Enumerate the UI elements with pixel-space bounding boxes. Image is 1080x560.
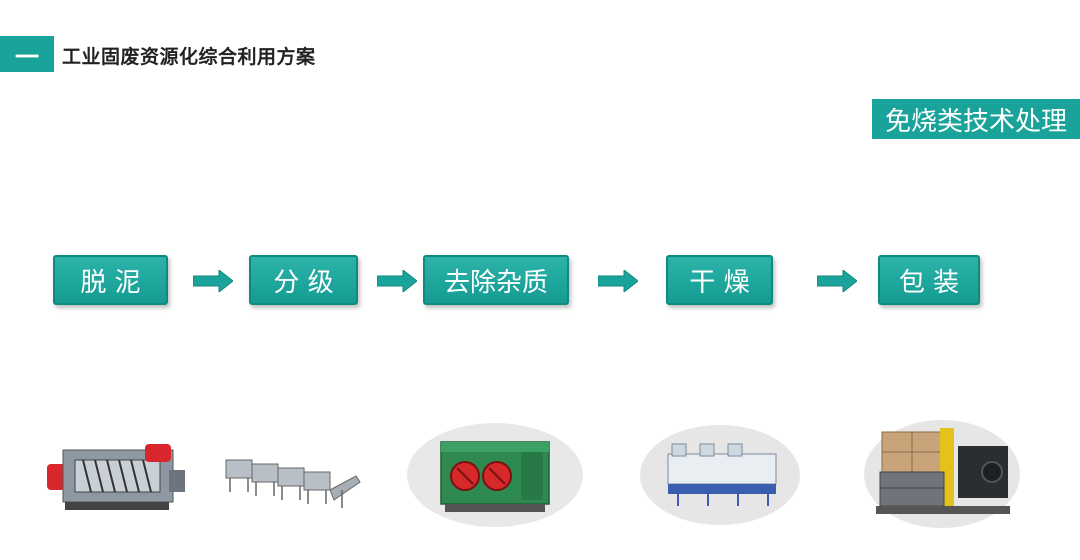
section-number-badge: 一 (0, 36, 54, 72)
screw-dewatering-machine-icon (47, 444, 185, 510)
classifier-line-icon (225, 459, 361, 508)
arrow-right-icon (193, 270, 233, 292)
arrow-right-icon (377, 270, 417, 292)
arrow-right-icon (598, 270, 638, 292)
step-remove-impurities: 去除杂质 (423, 255, 569, 305)
arrow-right-icon (817, 270, 857, 292)
fluid-bed-dryer-icon (640, 425, 800, 525)
impurity-separator-icon (407, 423, 583, 527)
step-drying: 干 燥 (666, 255, 773, 305)
step-dewatering: 脱 泥 (53, 255, 168, 305)
section-title: 工业固废资源化综合利用方案 (62, 46, 316, 68)
step-grading: 分 级 (249, 255, 358, 305)
packaging-machine-icon (864, 420, 1020, 528)
step-packaging: 包 装 (878, 255, 980, 305)
technology-tag: 免烧类技术处理 (872, 99, 1080, 139)
